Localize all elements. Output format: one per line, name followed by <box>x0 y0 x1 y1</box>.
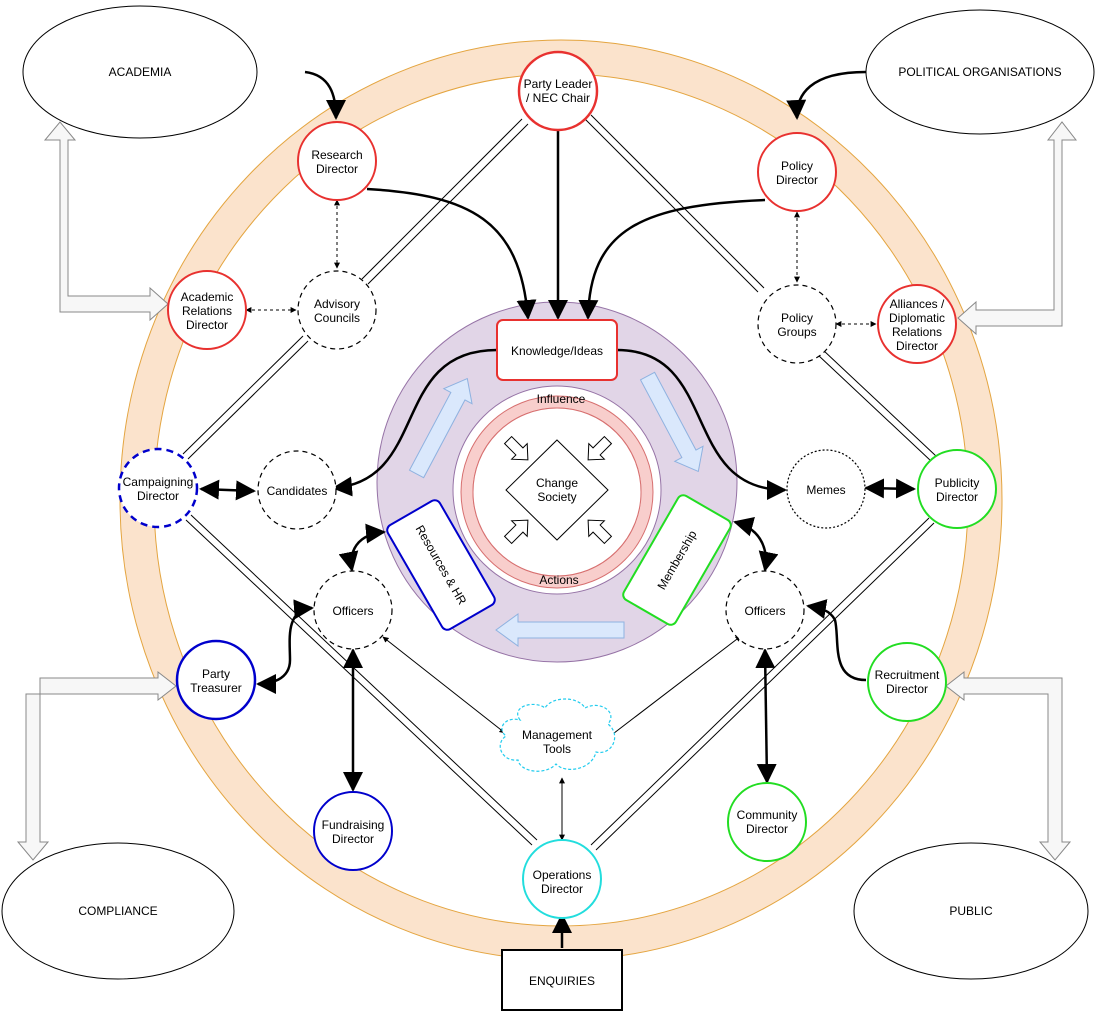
svg-text:Director: Director <box>541 882 583 896</box>
compliance-node[interactable]: COMPLIANCE <box>1 842 235 980</box>
svg-text:Relations: Relations <box>182 304 232 318</box>
svg-text:Party Leader: Party Leader <box>524 77 593 91</box>
recruitment-director-node[interactable]: Recruitment Director <box>867 642 947 722</box>
actions-label: Actions <box>539 573 578 587</box>
svg-text:PUBLIC: PUBLIC <box>949 904 993 918</box>
svg-text:Advisory: Advisory <box>314 297 360 311</box>
party-leader-node[interactable]: Party Leader / NEC Chair <box>517 50 599 132</box>
svg-text:Councils: Councils <box>314 311 360 325</box>
political-organisations-node[interactable]: POLITICAL ORGANISATIONS <box>865 9 1095 135</box>
cycle-arrows <box>408 371 704 647</box>
svg-text:Director: Director <box>746 822 788 836</box>
svg-text:Officers: Officers <box>332 604 373 618</box>
policy-director-node[interactable]: Policy Director <box>757 132 837 212</box>
svg-text:Groups: Groups <box>777 325 816 339</box>
svg-text:Director: Director <box>332 832 374 846</box>
svg-text:Tools: Tools <box>543 742 571 756</box>
research-director-node[interactable]: Research Director <box>297 121 377 201</box>
svg-text:Director: Director <box>316 162 358 176</box>
svg-text:ACADEMIA: ACADEMIA <box>109 65 172 79</box>
party-treasurer-node[interactable]: Party Treasurer <box>175 639 257 721</box>
svg-text:Knowledge/Ideas: Knowledge/Ideas <box>511 344 603 358</box>
campaigning-director-node[interactable]: Campaigning Director <box>117 447 199 529</box>
change-society-diamond <box>505 439 609 541</box>
officers-right-node[interactable]: Officers <box>725 570 805 650</box>
academia-node[interactable]: ACADEMIA <box>22 5 258 139</box>
management-connectors <box>382 635 742 841</box>
svg-text:COMPLIANCE: COMPLIANCE <box>78 904 157 918</box>
svg-text:Recruitment: Recruitment <box>875 668 940 682</box>
influence-label: Influence <box>537 392 586 406</box>
publicity-director-node[interactable]: Publicity Director <box>917 449 997 529</box>
alliances-director-node[interactable]: Alliances / Diplomatic Relations Directo… <box>877 284 957 364</box>
svg-text:Diplomatic: Diplomatic <box>889 311 945 325</box>
inward-arrows <box>503 435 613 545</box>
svg-text:Community: Community <box>737 808 798 822</box>
svg-text:Alliances /: Alliances / <box>890 297 945 311</box>
svg-text:Officers: Officers <box>744 604 785 618</box>
change-society-label-2: Society <box>537 490 576 504</box>
memes-node[interactable]: Memes <box>786 449 866 529</box>
svg-text:ENQUIRIES: ENQUIRIES <box>529 974 595 988</box>
membership-box[interactable]: Membership <box>621 493 733 627</box>
svg-text:Publicity: Publicity <box>935 476 980 490</box>
svg-text:Director: Director <box>137 489 179 503</box>
svg-text:Director: Director <box>936 490 978 504</box>
svg-text:Operations: Operations <box>533 868 592 882</box>
change-society-label: Change <box>536 476 578 490</box>
operations-director-node[interactable]: Operations Director <box>522 839 602 919</box>
svg-text:Policy: Policy <box>781 159 813 173</box>
svg-text:Memes: Memes <box>806 483 845 497</box>
svg-text:Director: Director <box>186 318 228 332</box>
svg-text:Management: Management <box>522 728 593 742</box>
svg-text:Fundraising: Fundraising <box>322 818 385 832</box>
svg-text:Treasurer: Treasurer <box>190 681 242 695</box>
svg-text:Campaigning: Campaigning <box>123 475 194 489</box>
svg-text:POLITICAL ORGANISATIONS: POLITICAL ORGANISATIONS <box>898 65 1061 79</box>
svg-text:Party: Party <box>202 667 230 681</box>
svg-text:Research: Research <box>311 148 362 162</box>
svg-text:Director: Director <box>886 682 928 696</box>
management-tools-node[interactable]: Management Tools <box>499 698 616 772</box>
svg-text:Relations: Relations <box>892 325 942 339</box>
external-arrows <box>16 121 1078 861</box>
svg-text:Candidates: Candidates <box>267 484 328 498</box>
candidates-node[interactable]: Candidates <box>257 450 337 530</box>
enquiries-node[interactable]: ENQUIRIES <box>501 949 623 1011</box>
policy-groups-node[interactable]: Policy Groups <box>757 284 837 364</box>
svg-text:Policy: Policy <box>781 311 813 325</box>
svg-text:/ NEC Chair: / NEC Chair <box>526 91 590 105</box>
svg-text:Director: Director <box>896 339 938 353</box>
resources-hr-box[interactable]: Resources & HR <box>385 498 497 632</box>
advisory-councils-node[interactable]: Advisory Councils <box>297 270 377 350</box>
dotted-connectors <box>245 199 877 327</box>
public-node[interactable]: PUBLIC <box>853 842 1089 980</box>
svg-text:Academic: Academic <box>181 290 234 304</box>
knowledge-connectors <box>199 70 916 948</box>
fundraising-director-node[interactable]: Fundraising Director <box>313 791 393 871</box>
svg-text:Director: Director <box>776 173 818 187</box>
academic-relations-director-node[interactable]: Academic Relations Director <box>167 270 247 350</box>
community-director-node[interactable]: Community Director <box>727 782 807 862</box>
officers-left-node[interactable]: Officers <box>313 570 393 650</box>
knowledge-ideas-box[interactable]: Knowledge/Ideas <box>496 319 618 381</box>
